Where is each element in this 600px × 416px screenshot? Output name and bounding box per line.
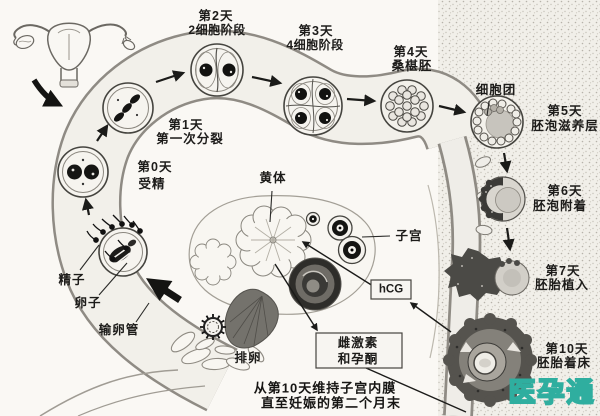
stage-day0-label-day: 第0天 bbox=[137, 159, 173, 174]
hormone-box-line2: 和孕酮 bbox=[337, 351, 379, 366]
stage-day0-label-desc: 受精 bbox=[138, 176, 166, 191]
footnote-line2: 直至妊娠的第二个月末 bbox=[260, 395, 402, 411]
stage-day5-label-day: 第5天 bbox=[547, 103, 583, 118]
stage-morula bbox=[380, 79, 434, 133]
stage-4-cell bbox=[283, 76, 343, 136]
cell-mass-label: 细胞团 bbox=[475, 82, 517, 97]
hcg-label: hCG bbox=[378, 283, 404, 296]
ruptured-follicle bbox=[288, 257, 342, 311]
uterus-label: 子宫 bbox=[395, 228, 423, 243]
ovulated-egg bbox=[200, 314, 226, 340]
stage-day1-label-desc: 第一次分裂 bbox=[156, 131, 224, 146]
stage-attaching-blastocyst bbox=[478, 176, 526, 222]
ovarian-stroma-lobe bbox=[189, 238, 237, 286]
ovulation-label: 排卵 bbox=[234, 350, 262, 365]
uterus-overview-illustration bbox=[13, 22, 136, 107]
hormone-feedback-arrows bbox=[274, 241, 467, 413]
stage-pronuclei bbox=[57, 146, 109, 198]
ovary bbox=[188, 195, 376, 349]
stage-day10-label-day: 第10天 bbox=[545, 341, 589, 356]
corpus-luteum-label: 黄体 bbox=[259, 170, 287, 185]
stage-day6-label-desc: 胚泡附着 bbox=[532, 198, 588, 213]
fimbriae bbox=[39, 331, 265, 416]
stage-sequence-arrows bbox=[81, 70, 515, 252]
stage-2-cell bbox=[190, 43, 244, 97]
stage-day7-label-desc: 胚胎植入 bbox=[534, 277, 590, 292]
stage-first-division bbox=[102, 82, 154, 134]
stage-day3-label-desc: 4细胞阶段 bbox=[286, 38, 344, 52]
follicles bbox=[305, 211, 367, 265]
stage-day4-label-desc: 桑椹胚 bbox=[391, 58, 433, 73]
hormone-box-line1: 雌激素 bbox=[337, 335, 379, 350]
stage-day3-label-day: 第3天 bbox=[298, 23, 334, 38]
stage-day1-label-day: 第1天 bbox=[168, 117, 204, 132]
hormone-box bbox=[315, 332, 403, 369]
hcg-box bbox=[370, 279, 412, 300]
fimbrial-fan bbox=[224, 288, 279, 349]
stage-blastocyst bbox=[470, 95, 524, 149]
stage-day2-label-desc: 2细胞阶段 bbox=[188, 23, 246, 37]
watermark-logo: 医孕通 bbox=[508, 377, 596, 409]
fallopian-tube-label: 输卵管 bbox=[98, 322, 140, 337]
ovulation-direction-arrow bbox=[145, 278, 182, 303]
stage-implanted-embryo bbox=[443, 313, 537, 407]
label-pointer-lines bbox=[79, 100, 490, 323]
egg-label: 卵子 bbox=[74, 295, 102, 310]
stage-day5-label-desc: 胚泡滋养层 bbox=[531, 118, 599, 133]
stage-day4-label-day: 第4天 bbox=[393, 44, 429, 59]
stage-day2-label-day: 第2天 bbox=[198, 8, 234, 23]
corpus-luteum bbox=[235, 205, 312, 278]
stage-implanting-embryo bbox=[444, 248, 530, 301]
stage-day6-label-day: 第6天 bbox=[547, 183, 583, 198]
stage-day7-label-day: 第7天 bbox=[545, 263, 581, 278]
sperm-label: 精子 bbox=[58, 272, 86, 287]
stage-day10-label-desc: 胚胎着床 bbox=[536, 355, 592, 370]
footnote-line1: 从第10天维持子宫内膜 bbox=[253, 380, 397, 396]
sperm-cells bbox=[86, 214, 143, 262]
